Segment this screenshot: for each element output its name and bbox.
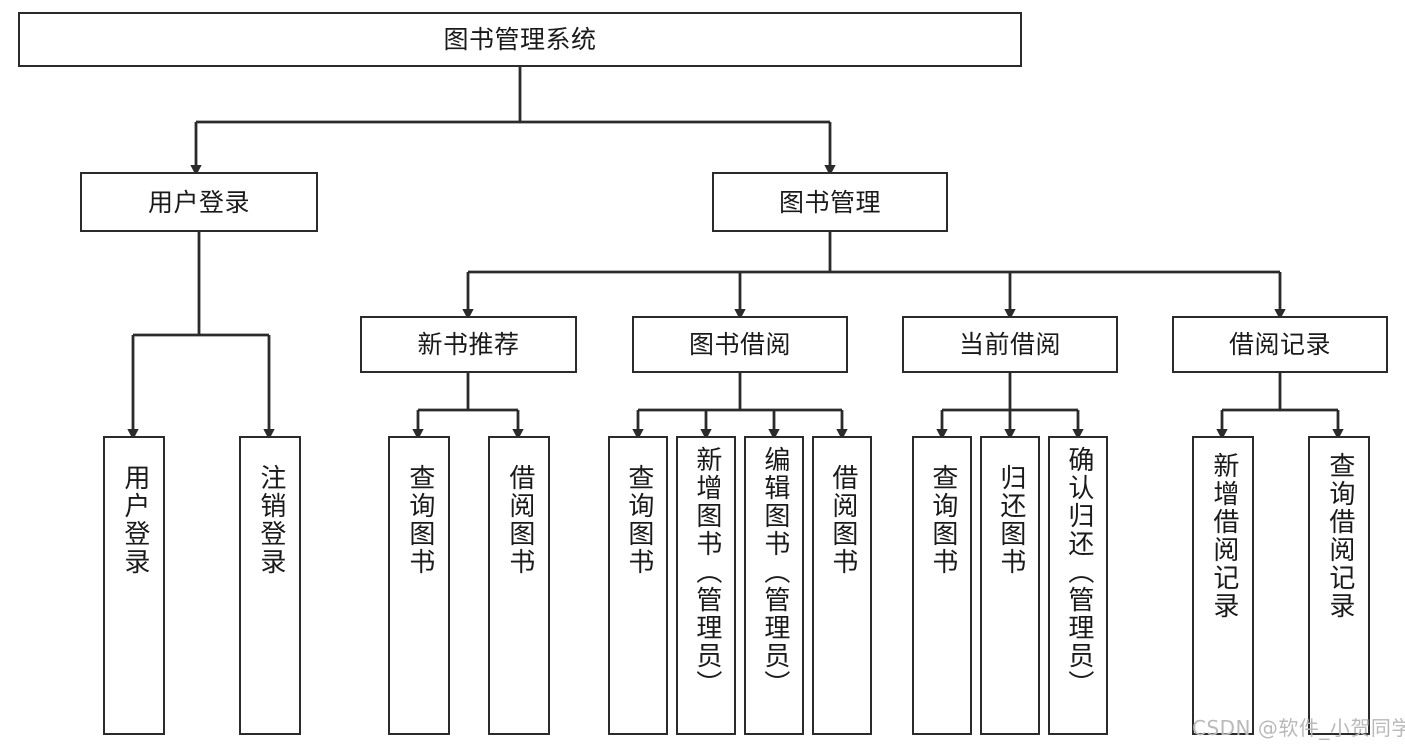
node-leaf-add-borrow-record[interactable]: 新增借阅记录 <box>1192 436 1254 735</box>
node-root-book-management-system[interactable]: 图书管理系统 <box>18 12 1022 67</box>
node-leaf-borrow-book-recommend[interactable]: 借阅图书 <box>488 436 550 735</box>
node-label: 查询图书 <box>623 464 654 576</box>
node-leaf-query-book-borrow[interactable]: 查询图书 <box>608 436 668 735</box>
node-leaf-query-borrow-record[interactable]: 查询借阅记录 <box>1308 436 1370 735</box>
node-label: 图书借阅 <box>688 330 791 359</box>
node-label: 查询借阅记录 <box>1324 452 1355 620</box>
node-label: 编辑图书（管理员） <box>759 446 790 698</box>
node-label: 用户登录 <box>147 187 250 217</box>
node-book-manage[interactable]: 图书管理 <box>712 172 948 232</box>
node-borrow-record[interactable]: 借阅记录 <box>1172 316 1388 373</box>
node-current-borrow[interactable]: 当前借阅 <box>902 316 1118 373</box>
node-leaf-query-book-recommend[interactable]: 查询图书 <box>388 436 450 735</box>
node-leaf-user-login[interactable]: 用户登录 <box>103 436 165 735</box>
node-label: 借阅图书 <box>827 464 858 576</box>
node-label: 图书管理 <box>778 187 881 217</box>
node-label: 归还图书 <box>995 464 1026 576</box>
csdn-watermark: CSDN @软件_小贺同学 <box>1192 716 1405 740</box>
node-label: 当前借阅 <box>958 330 1061 359</box>
node-label: 图书管理系统 <box>443 25 597 54</box>
node-label: 查询图书 <box>927 464 958 576</box>
node-label: 借阅图书 <box>504 464 535 576</box>
node-new-book-recommend[interactable]: 新书推荐 <box>360 316 577 373</box>
node-label: 查询图书 <box>404 464 435 576</box>
node-label: 确认归还（管理员） <box>1063 446 1094 698</box>
node-leaf-borrow-book[interactable]: 借阅图书 <box>812 436 872 735</box>
node-leaf-query-book-current[interactable]: 查询图书 <box>912 436 972 735</box>
node-label: 新增图书（管理员） <box>691 446 722 698</box>
node-leaf-confirm-return-admin[interactable]: 确认归还（管理员） <box>1048 436 1108 735</box>
node-book-borrow[interactable]: 图书借阅 <box>632 316 848 373</box>
node-label: 用户登录 <box>119 464 150 576</box>
node-leaf-return-book[interactable]: 归还图书 <box>980 436 1040 735</box>
node-leaf-add-book-admin[interactable]: 新增图书（管理员） <box>676 436 736 735</box>
node-label: 注销登录 <box>255 464 286 576</box>
node-label: 新书推荐 <box>417 330 520 359</box>
node-label: 借阅记录 <box>1228 330 1331 359</box>
node-leaf-user-logout[interactable]: 注销登录 <box>239 436 301 735</box>
node-label: 新增借阅记录 <box>1208 452 1239 620</box>
node-leaf-edit-book-admin[interactable]: 编辑图书（管理员） <box>744 436 804 735</box>
node-user-login[interactable]: 用户登录 <box>80 172 318 232</box>
